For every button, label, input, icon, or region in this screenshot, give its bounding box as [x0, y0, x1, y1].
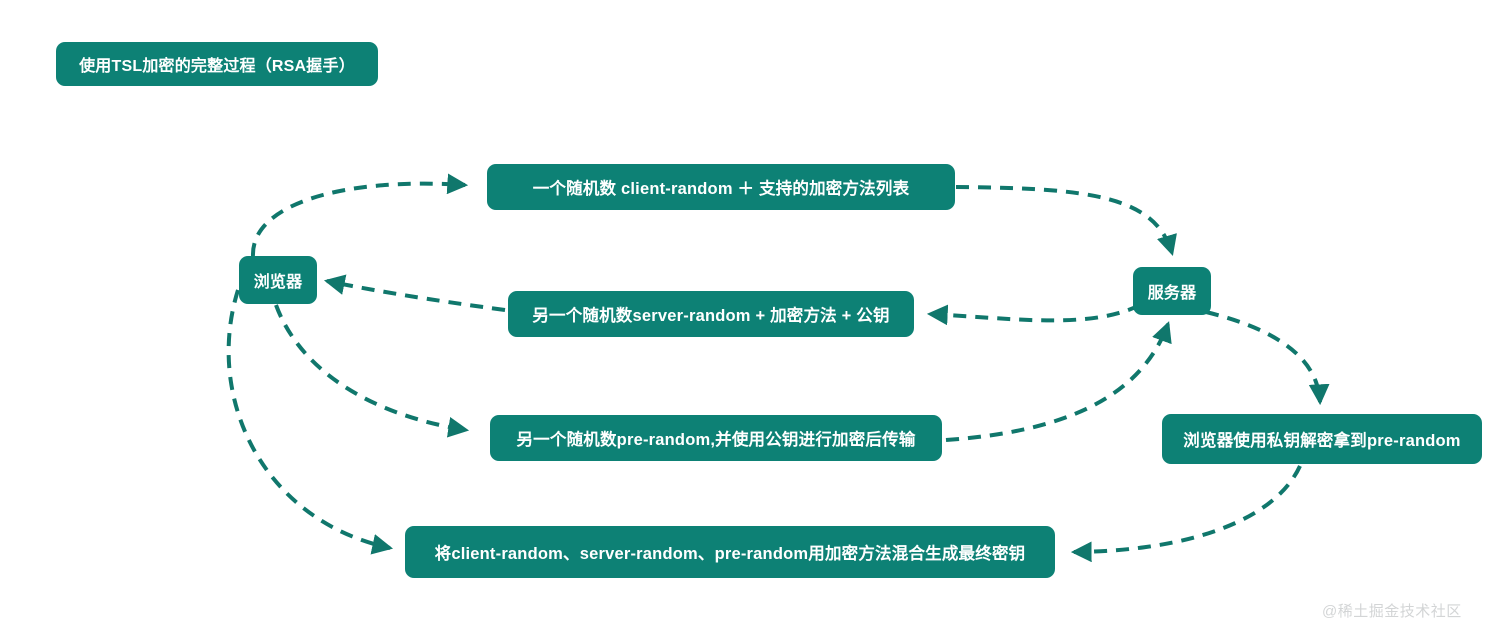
- endpoint-node-server-label: 服务器: [1147, 285, 1197, 302]
- message-node-server-hello-label: 另一个随机数server-random + 加密方法 + 公钥: [532, 307, 890, 325]
- message-node-pre-random[interactable]: 另一个随机数pre-random,并使用公钥进行加密后传输: [490, 415, 942, 461]
- diagram-title-label: 使用TSL加密的完整过程（RSA握手）: [79, 58, 355, 75]
- watermark-label: @稀土掘金技术社区: [1322, 603, 1462, 620]
- edge-browser-to-clienthello: [250, 173, 469, 257]
- watermark: @稀土掘金技术社区: [1322, 600, 1462, 621]
- edge-serverhello-to-browser: [323, 274, 506, 312]
- message-node-client-hello[interactable]: 一个随机数 client-random ＋ 支持的加密方法列表: [487, 164, 955, 210]
- edge-server-to-serverhello: [926, 303, 1141, 326]
- edge-prerandom-to-server: [945, 321, 1172, 442]
- diagram-title: 使用TSL加密的完整过程（RSA握手）: [56, 42, 378, 86]
- message-node-final-key[interactable]: 将client-random、server-random、pre-random用…: [405, 526, 1055, 578]
- endpoint-node-server[interactable]: 服务器: [1133, 267, 1211, 315]
- edge-browser-to-finalkey: [226, 289, 394, 555]
- endpoint-node-browser[interactable]: 浏览器: [239, 256, 317, 304]
- message-node-decrypt-pre-random-label: 浏览器使用私钥解密拿到pre-random: [1183, 432, 1461, 450]
- message-node-final-key-label: 将client-random、server-random、pre-random用…: [434, 545, 1026, 563]
- edge-server-to-decrypt: [1205, 310, 1330, 406]
- message-node-client-hello-label: 一个随机数 client-random ＋ 支持的加密方法列表: [532, 180, 910, 198]
- edge-clienthello-to-server: [955, 185, 1177, 256]
- edge-decrypt-to-finalkey: [1070, 465, 1302, 563]
- message-node-decrypt-pre-random[interactable]: 浏览器使用私钥解密拿到pre-random: [1162, 414, 1482, 464]
- edge-browser-to-prerandom: [274, 304, 470, 438]
- message-node-pre-random-label: 另一个随机数pre-random,并使用公钥进行加密后传输: [516, 431, 916, 449]
- endpoint-node-browser-label: 浏览器: [253, 274, 303, 291]
- message-node-server-hello[interactable]: 另一个随机数server-random + 加密方法 + 公钥: [508, 291, 914, 337]
